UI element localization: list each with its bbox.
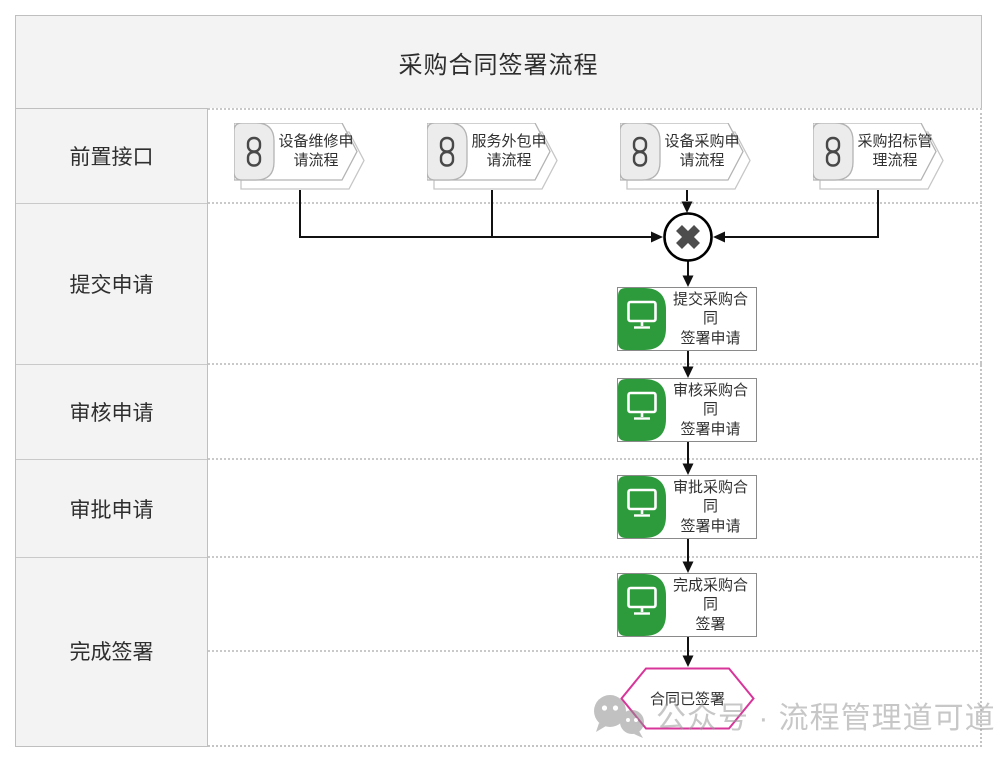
link-shape: [233, 122, 365, 190]
chain-link-icon: [439, 136, 455, 167]
chain-link-icon: [246, 136, 262, 167]
task-label: 审批采购合同 签署申请: [672, 478, 748, 535]
lane-label-complete: 完成签署: [16, 557, 207, 744]
task-icon-plate: [618, 476, 666, 538]
monitor-icon: [627, 391, 657, 420]
link-shape: [812, 122, 944, 190]
diagram-title-band: 采购合同签署流程: [15, 15, 982, 108]
monitor-icon: [627, 488, 657, 517]
watermark: 公众号 · 流程管理道可道: [591, 684, 996, 746]
process-diagram: 采购合同签署流程 前置接口 提交申请 审核申请 审批申请 完成签署: [15, 15, 995, 750]
lane-label-review: 审核申请: [16, 364, 207, 459]
link-task-label: 服务外包申 请流程: [471, 132, 547, 169]
monitor-icon: [627, 300, 657, 329]
task-label: 审核采购合同 签署申请: [672, 381, 748, 438]
task-submit-contract-signing: 提交采购合同 签署申请: [617, 287, 757, 351]
lane-divider: [208, 556, 982, 558]
lane-divider: [208, 458, 982, 460]
wechat-logo-icon: [594, 695, 644, 738]
chain-link-icon: [632, 136, 648, 167]
task-complete-contract-signing: 完成采购合同 签署: [617, 573, 757, 637]
link-task-label: 设备采购申 请流程: [664, 132, 740, 169]
lane-label-approve: 审批申请: [16, 459, 207, 557]
diagram-title: 采购合同签署流程: [398, 51, 599, 79]
watermark-text: 公众号 · 流程管理道可道: [656, 702, 996, 735]
lane-label-pre-interface: 前置接口: [69, 146, 154, 169]
link-task-label: 设备维修申 请流程: [278, 132, 354, 169]
lane-divider: [208, 650, 982, 652]
end-event-label: 合同已签署: [649, 691, 725, 708]
lane-divider: [208, 202, 982, 204]
task-approve-contract-signing: 审批采购合同 签署申请: [617, 475, 757, 539]
lane-label-submit: 提交申请: [16, 203, 207, 364]
end-event-shape: [620, 667, 755, 730]
end-event-contract-signed: 合同已签署: [620, 667, 755, 730]
link-task-label: 采购招标管 理流程: [857, 132, 933, 169]
task-icon-plate: [618, 288, 666, 350]
chain-link-icon: [825, 136, 841, 167]
x-gateway-icon: [676, 225, 700, 249]
task-label: 完成采购合同 签署: [672, 576, 748, 633]
link-task-service-outsourcing: 服务外包申 请流程: [426, 122, 573, 201]
link-task-bidding-management: 采购招标管 理流程: [812, 122, 959, 201]
task-icon-plate: [618, 574, 666, 636]
task-review-contract-signing: 审核采购合同 签署申请: [617, 378, 757, 442]
lane-divider: [208, 108, 982, 110]
link-task-equipment-purchase: 设备采购申 请流程: [619, 122, 766, 201]
monitor-icon: [627, 586, 657, 615]
link-shape: [619, 122, 751, 190]
diagram-content-area: 设备维修申 请流程 服务外包申 请流程: [208, 108, 995, 747]
task-label: 提交采购合同 签署申请: [672, 290, 748, 347]
link-shape: [426, 122, 558, 190]
task-icon-plate: [618, 379, 666, 441]
lane-divider: [208, 363, 982, 365]
lane-label-column: 前置接口 提交申请 审核申请 审批申请 完成签署: [15, 108, 208, 747]
exclusive-gateway: [663, 212, 713, 262]
link-task-equipment-repair: 设备维修申 请流程: [233, 122, 380, 201]
